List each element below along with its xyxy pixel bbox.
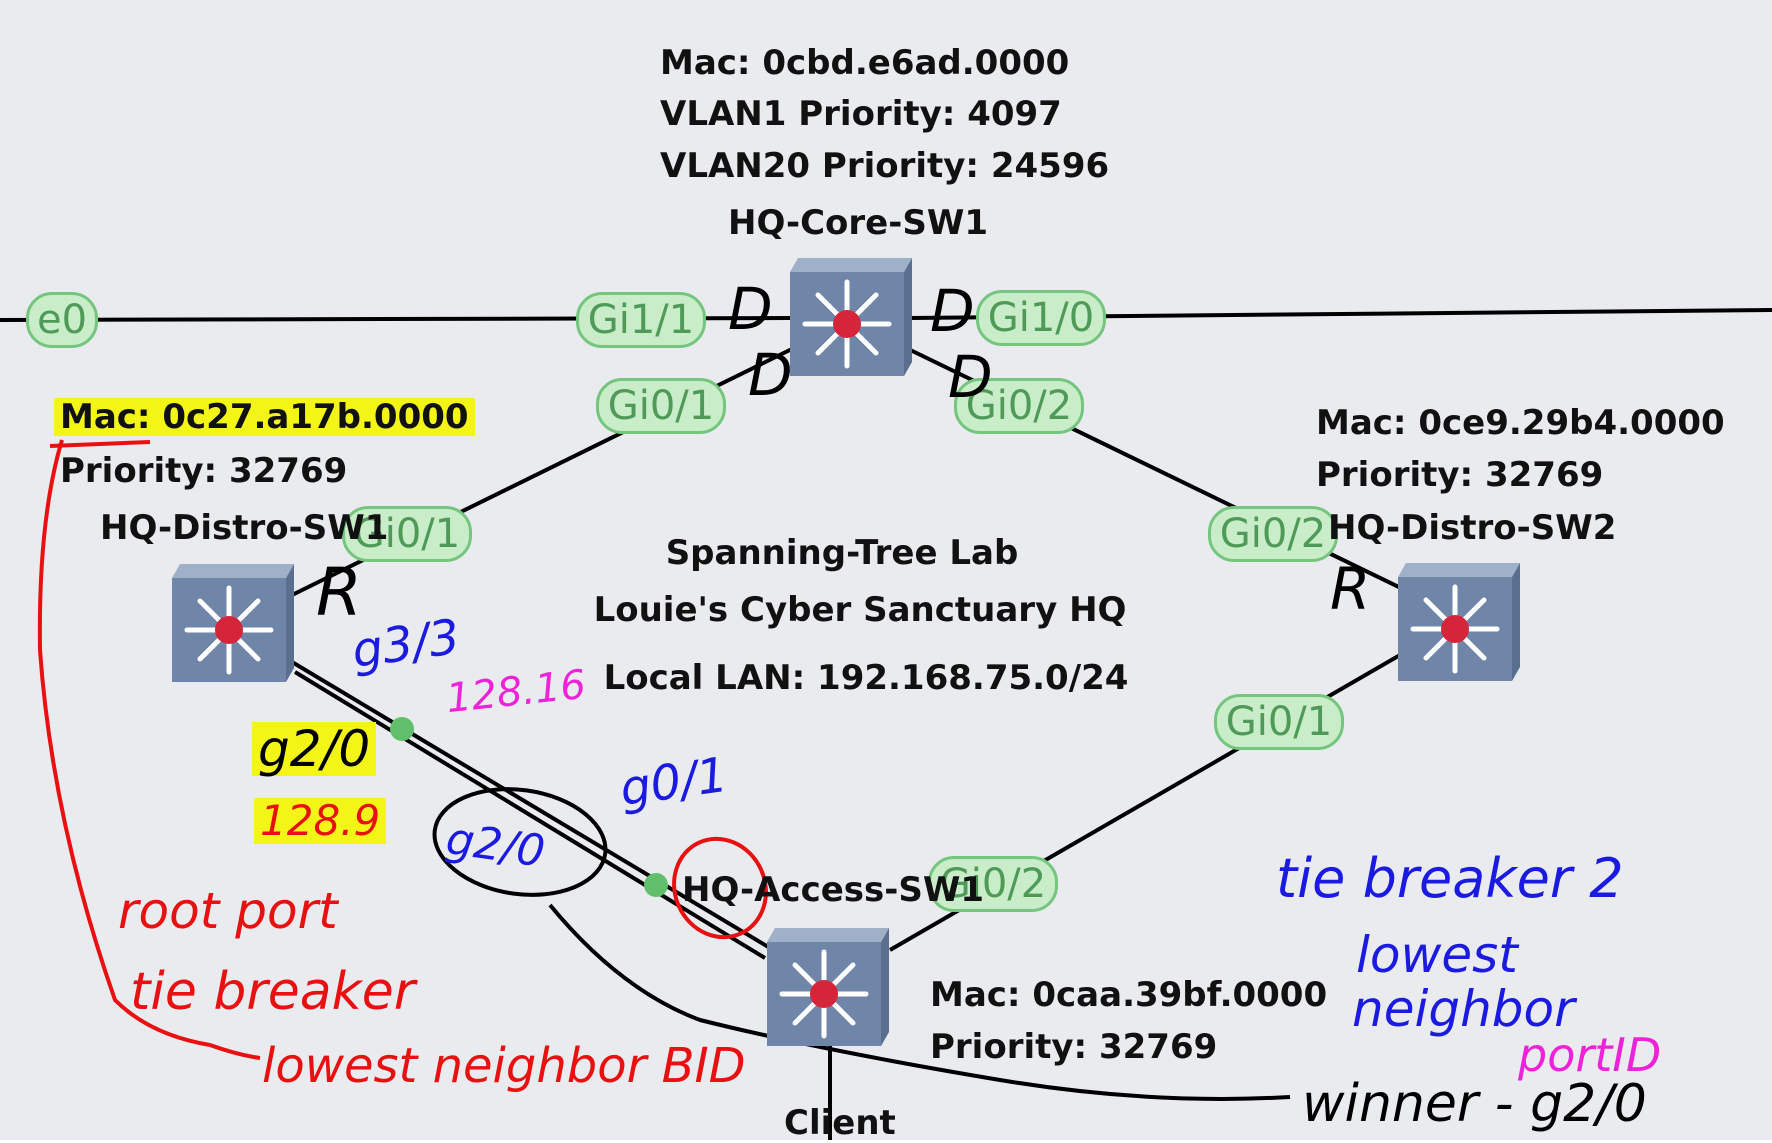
- annotation-neighbor: neighbor: [1352, 980, 1575, 1038]
- access-name: HQ-Access-SW1: [682, 870, 985, 910]
- core-vlan20-priority: VLAN20 Priority: 24596: [660, 146, 1110, 186]
- switch-distro1[interactable]: [172, 564, 294, 682]
- annotation-d-1: D: [728, 275, 773, 343]
- distro2-priority: Priority: 32769: [1316, 455, 1604, 495]
- switch-icon: [767, 928, 889, 1046]
- link-distro1-access-b: [293, 670, 767, 960]
- distro2-name: HQ-Distro-SW2: [1328, 508, 1617, 548]
- switch-distro2[interactable]: [1398, 563, 1520, 681]
- client-label: Client: [784, 1103, 896, 1143]
- distro1-name: HQ-Distro-SW1: [100, 508, 389, 548]
- annotation-root-port: root port: [118, 882, 338, 940]
- red-underline-stroke: [49, 440, 151, 448]
- access-mac: Mac: 0caa.39bf.0000: [930, 975, 1328, 1015]
- core-vlan1-priority: VLAN1 Priority: 4097: [660, 94, 1062, 134]
- annotation-r-1: R: [316, 554, 362, 631]
- switch-access[interactable]: [767, 928, 889, 1046]
- distro1-mac: Mac: 0c27.a17b.0000: [54, 398, 475, 436]
- port-core-gi1-1[interactable]: Gi1/1: [576, 292, 706, 348]
- port-distro2-gi0-1[interactable]: Gi0/1: [1214, 694, 1344, 750]
- red-circle-stroke: [672, 836, 768, 940]
- annotation-winner: winner - g2/0: [1302, 1074, 1647, 1134]
- black-circle-stroke: [432, 787, 608, 897]
- switch-icon: [172, 564, 294, 682]
- switch-core[interactable]: [790, 258, 912, 376]
- core-mac: Mac: 0cbd.e6ad.0000: [660, 43, 1070, 83]
- annotation-d-4: D: [948, 343, 993, 411]
- core-name: HQ-Core-SW1: [728, 203, 988, 243]
- port-dot-distro1: [390, 717, 414, 741]
- annotation-portid: portID: [1518, 1028, 1662, 1082]
- switch-icon: [1398, 563, 1520, 681]
- annotation-r-2: R: [1330, 555, 1371, 623]
- winner-connector-stroke: [548, 903, 1291, 1101]
- distro1-priority: Priority: 32769: [60, 451, 348, 491]
- annotation-lowest-neighbor-bid: lowest neighbor BID: [262, 1038, 746, 1094]
- annotation-tie-breaker: tie breaker: [130, 962, 416, 1022]
- title-line-1: Spanning-Tree Lab: [665, 533, 1019, 573]
- title-line-2: Louie's Cyber Sanctuary HQ: [593, 590, 1127, 630]
- annotation-d-3: D: [930, 277, 975, 345]
- port-distro1-gi0-1[interactable]: Gi0/1: [342, 506, 472, 562]
- link-distro1-access-a: [290, 660, 772, 950]
- port-core-gi1-0[interactable]: Gi1/0: [976, 290, 1106, 346]
- access-priority: Priority: 32769: [930, 1027, 1218, 1067]
- port-access-gi0-2[interactable]: Gi0/2: [928, 856, 1058, 912]
- title-line-3: Local LAN: 192.168.75.0/24: [603, 658, 1129, 698]
- annotation-g0-1: g0/1: [616, 746, 732, 818]
- port-core-gi0-1[interactable]: Gi0/1: [596, 378, 726, 434]
- port-distro2-gi0-2[interactable]: Gi0/2: [1208, 506, 1338, 562]
- annotation-lowest: lowest: [1356, 926, 1518, 984]
- annotation-g2-0-left: g2/0: [252, 722, 377, 776]
- distro2-mac: Mac: 0ce9.29b4.0000: [1316, 403, 1725, 443]
- annotation-g3-3: g3/3: [348, 608, 464, 680]
- annotation-tie-breaker-2: tie breaker 2: [1276, 847, 1624, 910]
- annotation-128-9: 128.9: [254, 798, 387, 844]
- port-dot-access: [644, 873, 668, 897]
- switch-icon: [790, 258, 912, 376]
- annotation-g2-0-circled: g2/0: [443, 813, 548, 878]
- port-e0[interactable]: e0: [26, 292, 98, 348]
- annotation-d-2: D: [748, 341, 793, 409]
- red-bracket-stroke: [37, 439, 261, 1060]
- port-core-gi0-2[interactable]: Gi0/2: [954, 378, 1084, 434]
